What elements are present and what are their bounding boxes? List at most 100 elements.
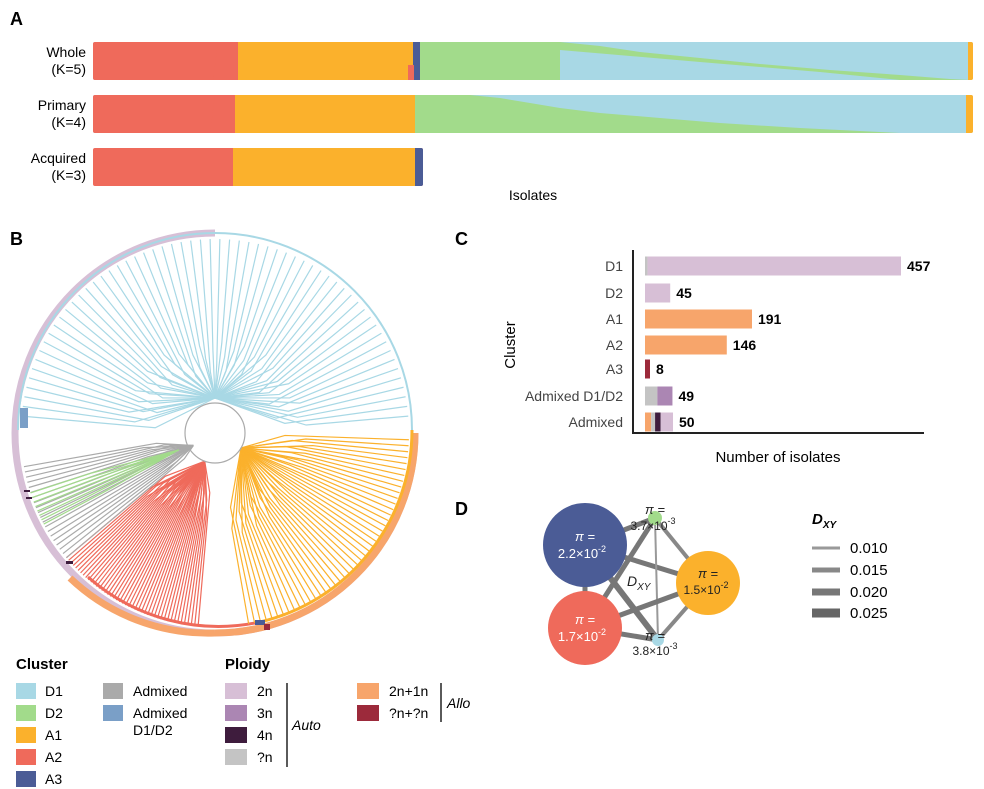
panel-c-letter: C	[455, 229, 468, 249]
tree-branch	[35, 358, 216, 403]
tree-branch	[125, 260, 216, 399]
tree-branch	[85, 287, 216, 399]
bar-value-label: 50	[679, 414, 695, 430]
tree-branch	[214, 349, 391, 399]
tree-branch	[22, 397, 216, 423]
tree-branch	[24, 444, 194, 473]
bar-value-label: 457	[907, 258, 931, 274]
tree-branch	[214, 294, 352, 399]
tree-branch	[190, 461, 208, 626]
tree-branch	[240, 447, 322, 596]
row-label-whole: Whole	[46, 44, 86, 60]
tree-branch	[214, 275, 330, 399]
tree-branch	[33, 449, 179, 503]
legend-qn: ?n	[257, 749, 273, 765]
tree-branch	[98, 460, 206, 589]
tree-branch	[197, 461, 211, 627]
panel-c-ylabel: Cluster	[502, 321, 519, 369]
auto-label: Auto	[291, 717, 321, 733]
swatch-a1	[16, 727, 36, 743]
ploidy-legend-title: Ploidy	[225, 656, 271, 673]
bar-segment	[657, 386, 673, 406]
panel-b-letter: B	[10, 229, 23, 249]
row-label-primary: Primary	[38, 97, 86, 113]
tree-branch	[214, 324, 377, 399]
swatch-qnqn	[357, 705, 379, 721]
tree-branch	[240, 447, 354, 570]
cluster-legend: Cluster D1 D2 A1 A2 A3 Admixed Admixed D…	[16, 656, 187, 787]
node-d1-pi: π =	[645, 628, 665, 643]
tree-branch	[240, 447, 279, 617]
row-label-acquired: Acquired	[31, 150, 86, 166]
node-D2	[648, 511, 662, 525]
tree-branch	[240, 447, 392, 516]
tree-branch	[100, 275, 216, 399]
tree-branch	[35, 449, 179, 508]
bar-value-label: 146	[733, 337, 757, 353]
ploidy-legend: Ploidy 2n 3n 4n ?n Auto 2n+1n ?n+?n Allo	[225, 656, 471, 767]
node-d2-pi: π =	[645, 502, 665, 517]
tree-branch	[43, 449, 180, 525]
tree-branch	[214, 252, 288, 399]
swatch-d2	[16, 705, 36, 721]
cluster-legend-title: Cluster	[16, 656, 68, 673]
tree-branch	[240, 447, 377, 542]
dxy-network: π = 2.2×10-2 π = 3.7×10-3 π = 1.5×10-2 π…	[543, 502, 740, 665]
admixture-row-whole: Whole (K=5)	[46, 42, 973, 80]
tree-branch	[41, 449, 180, 521]
category-label: A2	[606, 337, 623, 353]
tree-branch	[118, 460, 206, 603]
node-A2	[548, 591, 622, 665]
tree-branch	[152, 249, 216, 399]
tree-branch	[92, 281, 216, 399]
tree-branch	[59, 445, 194, 550]
tree-branch	[214, 287, 345, 399]
legend-4n: 4n	[257, 727, 273, 743]
bar-value-label: 191	[758, 311, 782, 327]
tree-branch	[112, 460, 206, 599]
category-label: Admixed	[569, 414, 623, 430]
tree-branch	[240, 447, 296, 611]
row-k-whole: (K=5)	[51, 61, 86, 77]
bar-segment	[645, 412, 652, 432]
swatch-d1	[16, 683, 36, 699]
tree-branch	[173, 461, 206, 623]
bar-segment	[645, 309, 752, 329]
panel-d-letter: D	[455, 499, 468, 519]
tree-branch	[68, 460, 205, 561]
tree-branch	[180, 241, 216, 399]
tree-branch	[199, 239, 216, 399]
swatch-admixed-d1d2	[103, 705, 123, 721]
tree-branch	[240, 447, 306, 606]
tree-branch	[21, 397, 216, 429]
swatch-2n	[225, 683, 247, 699]
tree-branch	[39, 349, 216, 405]
tree-branch	[231, 447, 250, 625]
bar-segment	[647, 256, 901, 276]
tree-branch	[240, 447, 317, 600]
tree-branch	[23, 442, 194, 468]
tree-branch	[240, 447, 332, 590]
legend-d2: D2	[45, 705, 63, 721]
admixture-row-primary: Primary (K=4)	[38, 95, 973, 133]
tree-branch	[214, 316, 371, 399]
tree-branch	[240, 447, 398, 500]
legend-a2: A2	[45, 749, 62, 765]
node-a3-pi: π =	[575, 529, 595, 544]
tree-branch	[214, 243, 260, 399]
tree-branch	[240, 447, 362, 561]
bar-segment	[651, 412, 656, 432]
legend-a3: A3	[45, 771, 62, 787]
bar-segment	[645, 359, 650, 379]
tree-branch	[30, 449, 179, 494]
allo-label: Allo	[446, 695, 471, 711]
tree-branch	[238, 447, 273, 619]
dxy-legend-value: 0.020	[850, 584, 888, 601]
tree-branch	[240, 439, 409, 453]
tree-branch	[240, 447, 394, 511]
bar-segment	[645, 256, 648, 276]
tree-branch	[143, 460, 206, 614]
category-label: Admixed D1/D2	[525, 388, 623, 404]
tree-branch	[214, 249, 278, 399]
